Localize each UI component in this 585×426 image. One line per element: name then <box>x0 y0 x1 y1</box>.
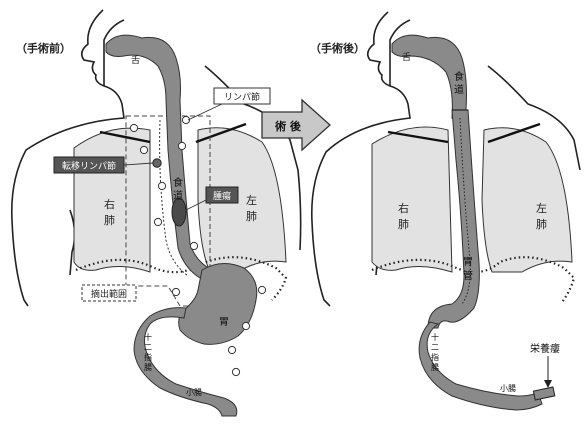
lymph-node <box>258 286 265 293</box>
duodenum-label-after-1: 十 <box>431 332 439 342</box>
esophagus-label-before-1: 食 <box>173 176 183 189</box>
before-surgery-figure: （手術前） 舌 リンパ節 転移リンパ節 食 道 腫瘍 右 肺 左 肺 摘出範囲 … <box>12 10 301 416</box>
tumor-label: 腫瘍 <box>213 190 231 202</box>
left-lung-label-after-2: 肺 <box>536 218 547 231</box>
left-lung-label-after-1: 左 <box>536 202 547 215</box>
duodenum-label-before-4: 腸 <box>144 363 152 372</box>
resection-range-label: 摘出範囲 <box>91 288 127 300</box>
metastatic-lymph-node <box>153 159 161 167</box>
after-caption: （手術後） <box>310 41 365 55</box>
lymph-node-label: リンパ節 <box>224 91 260 103</box>
right-lung-label-after-2: 肺 <box>398 218 409 231</box>
metastatic-node-label: 転移リンパ節 <box>62 160 116 172</box>
esophagus-label-before-2: 道 <box>173 189 183 202</box>
duodenum-label-before-1: 十 <box>144 332 152 342</box>
left-lung-label-before-1: 左 <box>246 194 257 207</box>
lymph-node <box>190 242 197 249</box>
right-lung-label-before-2: 肺 <box>104 214 115 227</box>
duodenum-label-after-3: 指 <box>431 352 439 362</box>
duodenum-label-before-2: 二 <box>144 343 152 352</box>
duodenum-label-after-2: 二 <box>431 343 439 352</box>
tongue-label-before: 舌 <box>131 55 140 66</box>
esophagus-label-after-2: 道 <box>454 83 464 96</box>
small-intestine-label-before: 小腸 <box>186 388 202 397</box>
arrow-label: 術 後 <box>274 119 302 133</box>
stomach-before <box>179 263 257 344</box>
lymph-node <box>154 218 161 225</box>
before-caption: （手術前） <box>16 41 71 55</box>
after-surgery-figure: （手術後） 舌 食 道 右 肺 左 肺 胃 管 十 二 指 腸 小腸 栄養瘻 <box>310 12 580 410</box>
left-lung-after <box>482 128 572 272</box>
postoperative-arrow: 術 後 <box>262 100 330 150</box>
left-lung-label-before-2: 肺 <box>246 210 257 223</box>
lymph-node <box>172 288 179 295</box>
lymph-node <box>158 182 165 189</box>
lymph-node <box>232 368 239 375</box>
duodenum-label-after-4: 腸 <box>431 363 439 372</box>
lymph-node <box>178 142 185 149</box>
esophagus-label-after-1: 食 <box>454 70 464 83</box>
tongue-label-after: 舌 <box>402 52 411 63</box>
tumor <box>172 198 186 226</box>
lymph-node <box>242 322 249 329</box>
lymph-node <box>130 124 137 131</box>
gastric-tube-label-1: 胃 <box>463 256 473 268</box>
gastric-tube-label-2: 管 <box>463 269 473 282</box>
right-lung-after <box>372 127 452 272</box>
lymph-node-pointer <box>188 104 222 120</box>
duodenum-label-before-3: 指 <box>144 352 152 362</box>
feeding-tube-pointer-head <box>544 380 552 388</box>
small-intestine-label-after: 小腸 <box>500 384 516 393</box>
right-lung-label-before-1: 右 <box>104 197 115 211</box>
right-lung-label-after-1: 右 <box>398 201 409 215</box>
lymph-node <box>140 146 147 153</box>
stomach-label-before: 胃 <box>219 316 229 328</box>
lymph-node <box>228 346 235 353</box>
feeding-tube <box>533 387 554 400</box>
feeding-tube-label: 栄養瘻 <box>530 342 560 355</box>
